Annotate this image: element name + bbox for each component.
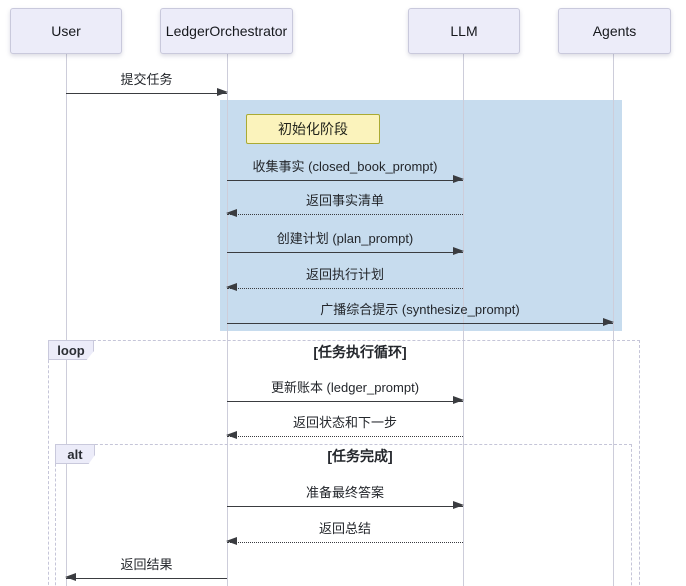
message-label: 提交任务	[120, 72, 173, 87]
participant-user: User	[10, 8, 122, 54]
message-line	[226, 283, 463, 292]
message-label: 返回结果	[120, 557, 173, 572]
arrowhead-left-icon	[226, 431, 237, 440]
message-label: 准备最终答案	[305, 485, 384, 500]
message-line	[65, 573, 227, 582]
message-line	[227, 501, 464, 510]
arrowhead-left-icon	[226, 209, 237, 218]
arrowhead-right-icon	[453, 175, 464, 184]
loop-frame	[48, 340, 640, 586]
message-label: 广播综合提示 (synthesize_prompt)	[320, 302, 520, 317]
loop-condition: [任务执行循环]	[313, 344, 407, 360]
message-return-execution-plan: 返回执行计划	[226, 266, 463, 292]
participant-ledgerorchestrator: LedgerOrchestrator	[160, 8, 293, 54]
message-prepare-final-answer: 准备最终答案	[227, 484, 464, 510]
message-line	[227, 396, 464, 405]
arrowhead-right-icon	[603, 318, 614, 327]
message-return-summary: 返回总结	[226, 520, 463, 546]
message-return-fact-list: 返回事实清单	[226, 192, 463, 218]
message-return-result: 返回结果	[65, 556, 227, 582]
lifeline-ledgerorchestrator	[227, 54, 228, 586]
message-line	[226, 209, 463, 218]
arrowhead-left-icon	[226, 537, 237, 546]
lifeline-user	[66, 54, 67, 586]
loop-frame-label: loop	[48, 340, 94, 360]
lifeline-llm	[463, 54, 464, 586]
note-init-phase: 初始化阶段	[246, 114, 380, 144]
alt-frame-label: alt	[55, 444, 95, 464]
message-submit-task: 提交任务	[66, 71, 228, 97]
message-return-status-next: 返回状态和下一步	[226, 414, 463, 440]
alt-frame	[55, 444, 632, 586]
message-line	[227, 247, 464, 256]
message-label: 创建计划 (plan_prompt)	[276, 231, 414, 246]
message-line	[226, 431, 463, 440]
message-collect-facts: 收集事实 (closed_book_prompt)	[227, 158, 464, 184]
message-label: 更新账本 (ledger_prompt)	[270, 380, 420, 395]
arrowhead-left-icon	[65, 573, 76, 582]
message-label: 返回事实清单	[305, 193, 384, 208]
message-label: 返回总结	[318, 521, 371, 536]
arrowhead-left-icon	[226, 283, 237, 292]
arrowhead-right-icon	[453, 396, 464, 405]
message-line	[227, 175, 464, 184]
message-label: 收集事实 (closed_book_prompt)	[252, 159, 438, 174]
message-line	[66, 88, 228, 97]
alt-condition: [任务完成]	[327, 448, 393, 464]
message-line	[227, 318, 614, 327]
message-broadcast-synthesize: 广播综合提示 (synthesize_prompt)	[227, 301, 614, 327]
arrowhead-right-icon	[217, 88, 228, 97]
arrowhead-right-icon	[453, 501, 464, 510]
message-label: 返回状态和下一步	[292, 415, 397, 430]
message-line	[226, 537, 463, 546]
participant-agents: Agents	[558, 8, 671, 54]
arrowhead-right-icon	[453, 247, 464, 256]
message-create-plan: 创建计划 (plan_prompt)	[227, 230, 464, 256]
participant-llm: LLM	[408, 8, 520, 54]
message-update-ledger: 更新账本 (ledger_prompt)	[227, 379, 464, 405]
message-label: 返回执行计划	[305, 267, 384, 282]
